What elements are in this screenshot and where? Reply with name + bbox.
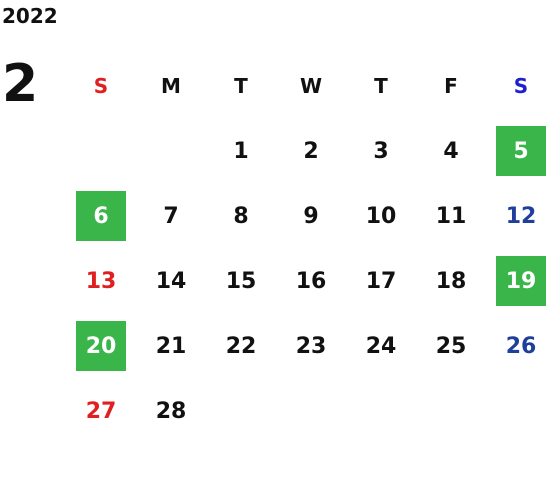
- calendar-month: 2: [2, 54, 39, 114]
- day-cell: 21: [155, 333, 187, 359]
- weekday-header-monday: M: [161, 74, 181, 98]
- day-cell-empty: [348, 379, 418, 444]
- day-cell-highlighted: 19: [488, 249, 548, 314]
- weekday-header-sunday: S: [93, 74, 109, 98]
- day-cell-empty: [278, 379, 348, 444]
- day-cell-empty: [68, 119, 138, 184]
- week-row-3: 13 14 15 16 17 18 19: [68, 249, 548, 314]
- day-cell-empty: [488, 379, 548, 444]
- weekday-header-thursday: T: [374, 74, 388, 98]
- week-row-5: 27 28: [68, 379, 548, 444]
- weekday-header-tuesday: T: [234, 74, 248, 98]
- day-cell: 28: [155, 398, 187, 424]
- weekday-header-row: S M T W T F S: [68, 54, 548, 119]
- weekday-header-wednesday: W: [299, 74, 323, 98]
- day-cell-highlighted: 20: [68, 314, 138, 379]
- day-cell-sunday: 27: [85, 398, 117, 424]
- day-cell: 14: [155, 268, 187, 294]
- day-cell: 11: [435, 203, 467, 229]
- day-cell: 18: [435, 268, 467, 294]
- day-cell: 9: [303, 203, 319, 229]
- day-cell: 22: [225, 333, 257, 359]
- weekday-header-friday: F: [444, 74, 458, 98]
- day-cell: 16: [295, 268, 327, 294]
- week-row-1: 1 2 3 4 5: [68, 119, 548, 184]
- day-cell: 4: [443, 138, 459, 164]
- day-cell-saturday: 12: [505, 203, 537, 229]
- day-cell: 3: [373, 138, 389, 164]
- day-cell-highlighted: 5: [488, 119, 548, 184]
- day-cell-empty: [208, 379, 278, 444]
- day-cell: 17: [365, 268, 397, 294]
- day-cell: 8: [233, 203, 249, 229]
- day-cell: 7: [163, 203, 179, 229]
- day-cell: 24: [365, 333, 397, 359]
- day-cell: 15: [225, 268, 257, 294]
- day-cell-sunday: 13: [85, 268, 117, 294]
- day-cell: 1: [233, 138, 249, 164]
- day-cell-highlighted: 6: [68, 184, 138, 249]
- day-cell-empty: [418, 379, 488, 444]
- calendar-grid: S M T W T F S 1 2 3 4 5 6 7 8 9 10 11 12: [68, 54, 548, 444]
- day-cell: 10: [365, 203, 397, 229]
- day-cell-empty: [138, 119, 208, 184]
- day-cell: 23: [295, 333, 327, 359]
- day-cell: 2: [303, 138, 319, 164]
- day-cell-saturday: 26: [505, 333, 537, 359]
- calendar-year: 2022: [2, 4, 58, 28]
- day-cell: 25: [435, 333, 467, 359]
- week-row-4: 20 21 22 23 24 25 26: [68, 314, 548, 379]
- weekday-header-saturday: S: [513, 74, 529, 98]
- week-row-2: 6 7 8 9 10 11 12: [68, 184, 548, 249]
